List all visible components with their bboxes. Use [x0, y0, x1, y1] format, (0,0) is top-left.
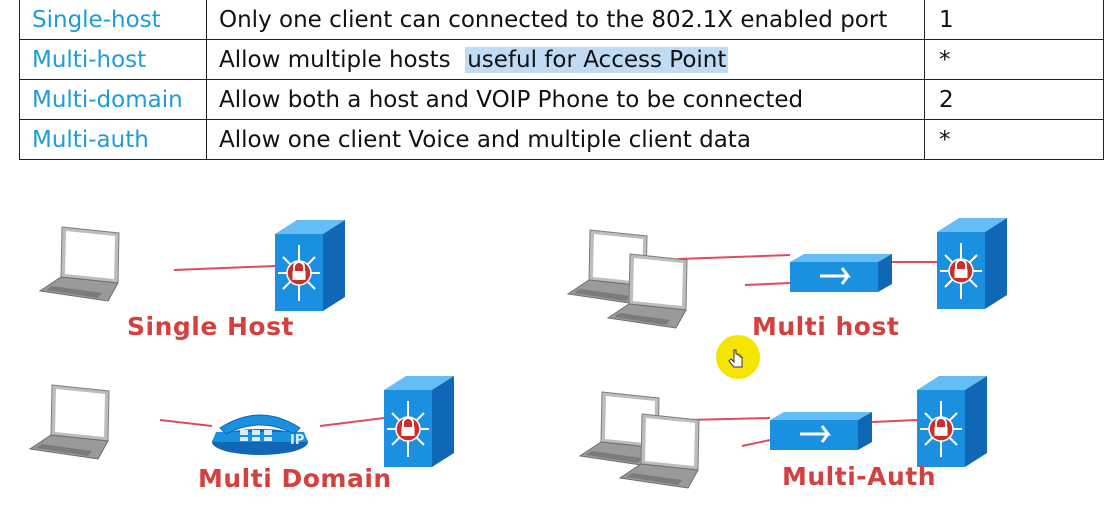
mode-name: Single-host [19, 0, 207, 40]
caption-multi-host: Multi host [752, 312, 900, 341]
mode-description: Only one client can connected to the 802… [206, 0, 925, 40]
highlighted-text: useful for Access Point [465, 46, 729, 73]
mode-description: Allow one client Voice and multiple clie… [206, 119, 925, 160]
description-text: Allow multiple hosts [219, 46, 466, 73]
mode-value: * [924, 119, 1104, 160]
table-row: Single-host Only one client can connecte… [19, 0, 1104, 40]
multi-auth-diagram [579, 375, 988, 489]
laptop-icon [29, 384, 110, 460]
phone-ip-label: IP [290, 433, 304, 448]
mode-value: 2 [924, 79, 1104, 120]
laptop-icon [39, 226, 120, 302]
mode-name: Multi-host [19, 39, 207, 80]
mode-name: Multi-domain [19, 79, 207, 120]
switch-lock-icon [936, 217, 1008, 310]
caption-multi-auth: Multi-Auth [782, 462, 937, 491]
caption-single-host: Single Host [127, 312, 294, 341]
switch-lock-icon [383, 375, 455, 468]
mode-name: Multi-auth [19, 119, 207, 160]
access-point-icon [768, 410, 874, 452]
host-mode-diagrams: IP [29, 217, 1008, 489]
switch-lock-icon [916, 375, 988, 468]
host-mode-table: Single-host Only one client can connecte… [19, 0, 1104, 160]
access-point-icon [788, 252, 894, 294]
mode-value: 1 [924, 0, 1104, 40]
caption-multi-domain: Multi Domain [198, 464, 392, 493]
switch-lock-icon [274, 219, 346, 312]
table-row: Multi-host Allow multiple hosts useful f… [19, 39, 1104, 80]
multi-host-diagram [567, 217, 1008, 329]
table-row: Multi-auth Allow one client Voice and mu… [19, 119, 1104, 160]
hand-cursor-icon [716, 335, 760, 379]
single-host-diagram [39, 219, 346, 312]
multi-domain-diagram: IP [29, 375, 455, 468]
table-row: Multi-domain Allow both a host and VOIP … [19, 79, 1104, 120]
mode-value: * [924, 39, 1104, 80]
mode-description: Allow multiple hosts useful for Access P… [206, 39, 925, 80]
mode-description: Allow both a host and VOIP Phone to be c… [206, 79, 925, 120]
